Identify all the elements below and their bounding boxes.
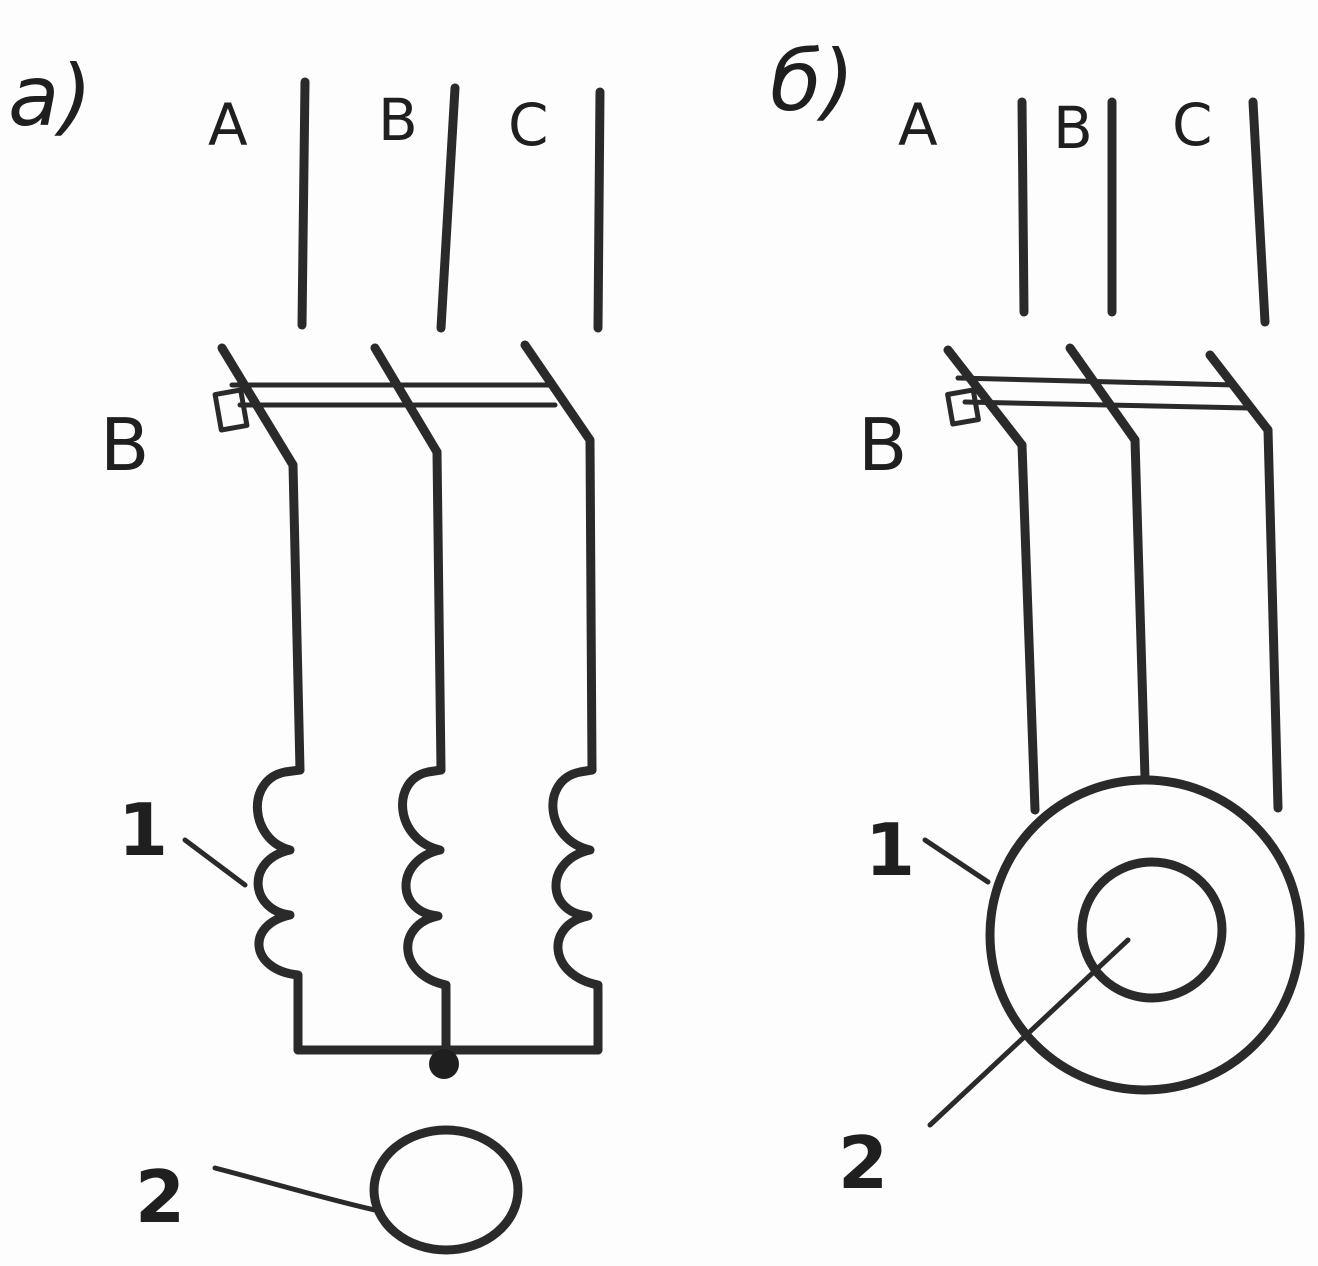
neutral-point bbox=[429, 1049, 459, 1079]
callout-1-label: 1 bbox=[118, 788, 168, 872]
phase-b-label: B bbox=[378, 86, 418, 154]
line-to-coil-b bbox=[432, 447, 446, 775]
phase-a-label-b: A bbox=[898, 91, 938, 159]
switch-actuator-b bbox=[945, 387, 981, 427]
callout-2-leader bbox=[212, 1165, 378, 1213]
rotor-symbol-b bbox=[1077, 857, 1227, 1003]
supply-line-c bbox=[593, 87, 605, 333]
switch-blade-b bbox=[370, 343, 442, 457]
three-pole-switch bbox=[212, 340, 595, 470]
phase-b-label-b: B bbox=[1053, 94, 1093, 162]
winding-a bbox=[253, 765, 305, 1055]
stator-symbol bbox=[985, 775, 1305, 1095]
callout-2-label-b: 2 bbox=[838, 1121, 888, 1205]
phase-c-label-b: C bbox=[1172, 91, 1213, 159]
panel-b-label: б) bbox=[770, 32, 855, 130]
line-to-motor-b bbox=[1130, 435, 1150, 783]
winding-b bbox=[398, 765, 451, 1055]
panel-a: а) A B C В 1 2 bbox=[8, 47, 605, 1255]
switch-blade-c-b bbox=[1205, 350, 1273, 435]
callout-1-leader bbox=[182, 837, 248, 888]
supply-line-c-b bbox=[1248, 97, 1270, 327]
switch-actuator bbox=[212, 387, 250, 433]
switch-blade-b-b bbox=[1065, 343, 1140, 445]
callout-1-label-b: 1 bbox=[865, 808, 915, 892]
panel-a-label: а) bbox=[8, 47, 92, 145]
phase-c-label: C bbox=[508, 91, 549, 159]
line-to-motor-a bbox=[1017, 440, 1040, 815]
switch-linkage bbox=[229, 382, 558, 408]
phase-a-label: A bbox=[208, 91, 248, 159]
callout-2-label: 2 bbox=[135, 1155, 185, 1239]
supply-line-a bbox=[297, 77, 310, 330]
switch-blade-c bbox=[520, 340, 595, 445]
callout-2-leader-b bbox=[927, 937, 1131, 1128]
switch-label: В bbox=[100, 403, 149, 487]
switch-blade-a-b bbox=[943, 345, 1027, 450]
callout-1-leader-b bbox=[922, 837, 991, 885]
line-to-coil-a bbox=[288, 460, 305, 775]
three-pole-switch-b bbox=[943, 343, 1273, 450]
supply-line-b bbox=[436, 83, 460, 333]
rotor-symbol bbox=[369, 1125, 523, 1255]
switch-linkage-b bbox=[955, 375, 1251, 411]
supply-line-a-b bbox=[1017, 97, 1029, 317]
line-to-motor-c bbox=[1263, 425, 1283, 813]
switch-label-b: В bbox=[858, 403, 907, 487]
panel-b: б) A B C В 1 2 bbox=[770, 32, 1305, 1205]
winding-c bbox=[548, 765, 603, 1055]
line-to-coil-c bbox=[585, 435, 597, 775]
